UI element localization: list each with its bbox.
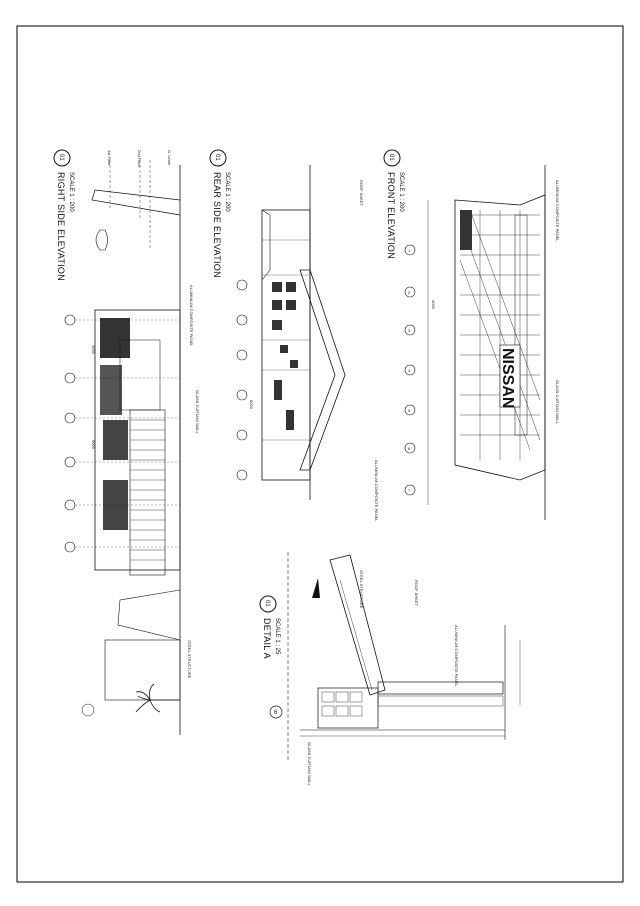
dimension-mark: 3000 [91, 345, 96, 355]
grid-bubbles [64, 314, 180, 553]
palm-tree [135, 683, 180, 713]
view-number: 01 [388, 154, 394, 161]
detail-tag-bubble [269, 705, 283, 719]
rear-side-title-block: 01 REAR SIDE ELEVATION SCALE 1 : 200 [209, 149, 230, 278]
level-mark: 1st Floor [107, 150, 112, 166]
roof-spire [91, 189, 181, 216]
brand-sign-text: NISSAN [499, 348, 516, 408]
beam [377, 681, 504, 695]
dimension-mark: 8000 [249, 400, 254, 410]
view-title: REAR SIDE ELEVATION [212, 172, 222, 278]
grid-bubbles [404, 244, 416, 496]
curtain-wall-grid [459, 209, 541, 460]
roof-profile [454, 194, 546, 481]
rear-side-elevation: 01 REAR SIDE ELEVATION SCALE 1 : 200 [209, 149, 379, 522]
grid-bubbles [236, 279, 248, 481]
diagonal-member [329, 554, 386, 696]
canopy-ribs [130, 419, 165, 561]
view-number-bubble [383, 149, 401, 167]
view-scale: SCALE 1 : 25 [274, 618, 280, 655]
grid-tag: 4 [408, 368, 411, 373]
facade-lines [262, 239, 310, 441]
right-side-elevation: 01 RIGHT SIDE ELEVATION SCALE 1 : 200 1s… [53, 149, 200, 735]
sheet-border [16, 25, 624, 883]
grid-tag: 3 [408, 328, 411, 333]
window-band [103, 420, 128, 460]
annotation-note: GLASS CURTAIN WALL [555, 380, 560, 424]
canopy [129, 409, 166, 576]
view-number-bubble [209, 149, 227, 167]
building-hatch [100, 365, 122, 415]
building-body [261, 209, 311, 481]
right-side-title-block: 01 RIGHT SIDE ELEVATION SCALE 1 : 200 [53, 149, 74, 281]
annotation-note: ALUMINIUM COMPOSITE PANEL [555, 180, 560, 242]
dimension-mark: 6000 [91, 440, 96, 450]
detail-tag: 6 [274, 710, 278, 716]
dimension-mark: 4000 [431, 300, 436, 310]
view-title: FRONT ELEVATION [386, 172, 396, 259]
view-title: RIGHT SIDE ELEVATION [56, 172, 66, 281]
annotation-note: GLASS CURTAIN WALL [195, 390, 200, 434]
annotation-note: STEEL STRUCTURE [187, 640, 192, 679]
grid-tag: 1 [408, 248, 411, 253]
view-scale: SCALE 1 : 200 [398, 172, 404, 212]
car-shape [95, 229, 108, 251]
annotation-note: ALUMINIUM COMPOSITE PANEL [374, 460, 379, 522]
detail-a: 01 DETAIL A SCALE 1 : 25 6 STEEL STRUCTU… [259, 552, 521, 786]
annotation-note: ALUMINIUM COMPOSITE PANEL [189, 285, 194, 347]
beam [377, 695, 504, 707]
grid-tag: 6 [408, 446, 411, 451]
grid-tag: 5 [408, 408, 411, 413]
view-number: 01 [58, 154, 64, 161]
grid-tag: 2 [408, 290, 411, 295]
building-hatch [100, 318, 130, 358]
diagonal-member [339, 579, 373, 691]
diagonal-canopy [299, 269, 346, 471]
view-number-bubble [53, 149, 71, 167]
annotation-note: ROOF SHEET [359, 180, 364, 207]
annotation-note: STEEL STRUCTURE [359, 570, 364, 609]
grid-tag: 7 [408, 488, 411, 493]
roof-slope [261, 209, 271, 281]
nissan-sign: NISSAN [499, 344, 521, 408]
dark-band [514, 214, 528, 436]
front-elevation: 01 FRONT ELEVATION SCALE 1 : 200 NISSAN [383, 149, 560, 520]
arrow-mark [312, 578, 320, 598]
front-title-block: 01 FRONT ELEVATION SCALE 1 : 200 [383, 149, 404, 259]
shrub [81, 703, 95, 717]
view-title: DETAIL A [262, 618, 272, 659]
annotation-note: GLASS CURTAIN WALL [307, 742, 312, 786]
view-scale: SCALE 1 : 200 [68, 172, 74, 212]
annotation-note: ALUMINIUM COMPOSITE PANEL [454, 625, 459, 687]
annex-body [104, 639, 181, 701]
column-blocks [321, 691, 363, 717]
column [317, 687, 379, 729]
facade-panels [272, 282, 298, 430]
annex-roof [117, 589, 181, 641]
view-number: 01 [214, 154, 220, 161]
detail-title-block: 01 DETAIL A SCALE 1 : 25 [259, 595, 280, 659]
dark-band [460, 210, 472, 250]
view-scale: SCALE 1 : 200 [224, 172, 230, 212]
annotation-note: ROOF SHEET [414, 580, 419, 607]
view-number-bubble [259, 595, 277, 613]
level-mark: 2nd Floor [137, 150, 142, 168]
level-mark: G. Level [167, 150, 172, 165]
view-number: 01 [264, 600, 270, 607]
building-body [94, 309, 181, 571]
